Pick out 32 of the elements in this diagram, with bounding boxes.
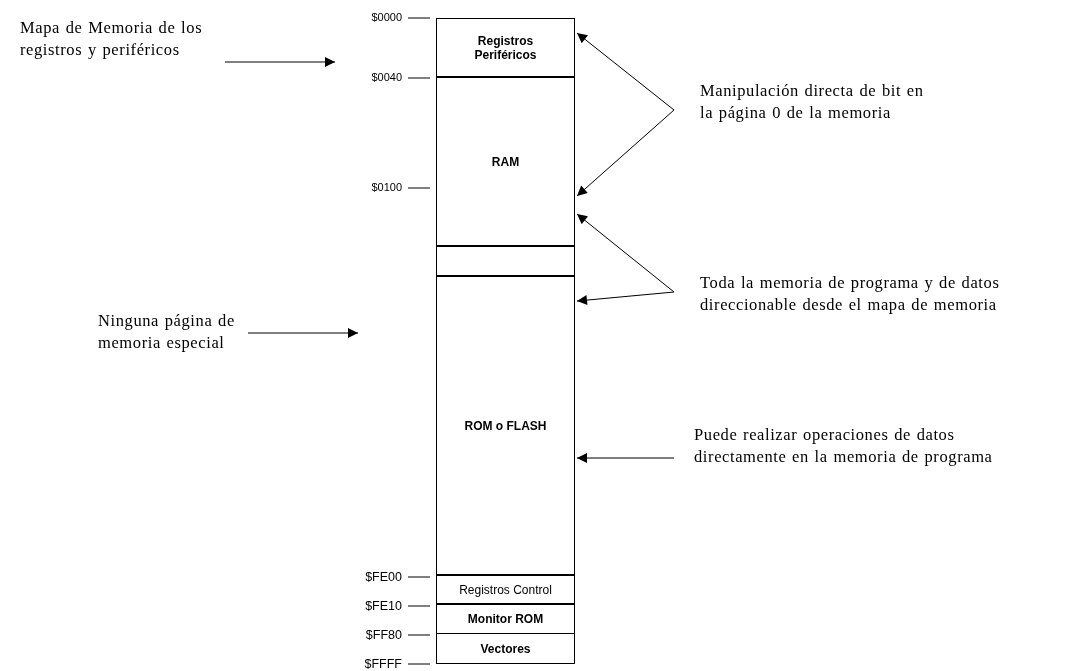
memory-segment <box>436 275 575 576</box>
arrow <box>576 291 675 306</box>
memory-segment <box>436 76 575 247</box>
address-label: $FF80 <box>364 628 402 642</box>
arrow <box>576 109 675 197</box>
annotation-text: Manipulación directa de bit en la página 0 de la memoria <box>700 80 925 124</box>
memory-segment <box>436 574 575 605</box>
arrow <box>576 32 675 111</box>
arrow <box>247 328 359 338</box>
segment-label: Registros Control <box>459 582 552 597</box>
memory-segment <box>436 603 575 634</box>
annotation-text: Puede realizar operaciones de datos directamente en la memoria de programa <box>694 424 994 468</box>
segment-label: Registros Periféricos <box>473 33 538 62</box>
segment-label: Monitor ROM <box>467 612 544 626</box>
memory-segment <box>436 633 575 664</box>
address-label: $0100 <box>370 181 402 193</box>
segment-label: Vectores <box>480 641 531 656</box>
arrow <box>224 57 336 67</box>
annotation-text: Ninguna página de memoria especial <box>98 310 236 354</box>
address-label: $FE10 <box>364 599 402 613</box>
segment-label: ROM o FLASH <box>464 418 547 433</box>
segment-label: RAM <box>491 154 520 169</box>
address-label: $0000 <box>370 11 402 23</box>
annotation-text: Mapa de Memoria de los registros y periféricos <box>20 17 204 61</box>
address-label: $0040 <box>370 71 402 83</box>
annotation-text: Toda la memoria de programa y de datos direccionable desde el mapa de memoria <box>700 272 1001 316</box>
memory-segment <box>436 245 575 277</box>
arrow <box>576 213 675 293</box>
address-label: $FFFF <box>363 657 402 671</box>
address-label: $FE00 <box>364 570 402 584</box>
arrow <box>576 453 675 463</box>
memory-segment <box>436 18 575 78</box>
